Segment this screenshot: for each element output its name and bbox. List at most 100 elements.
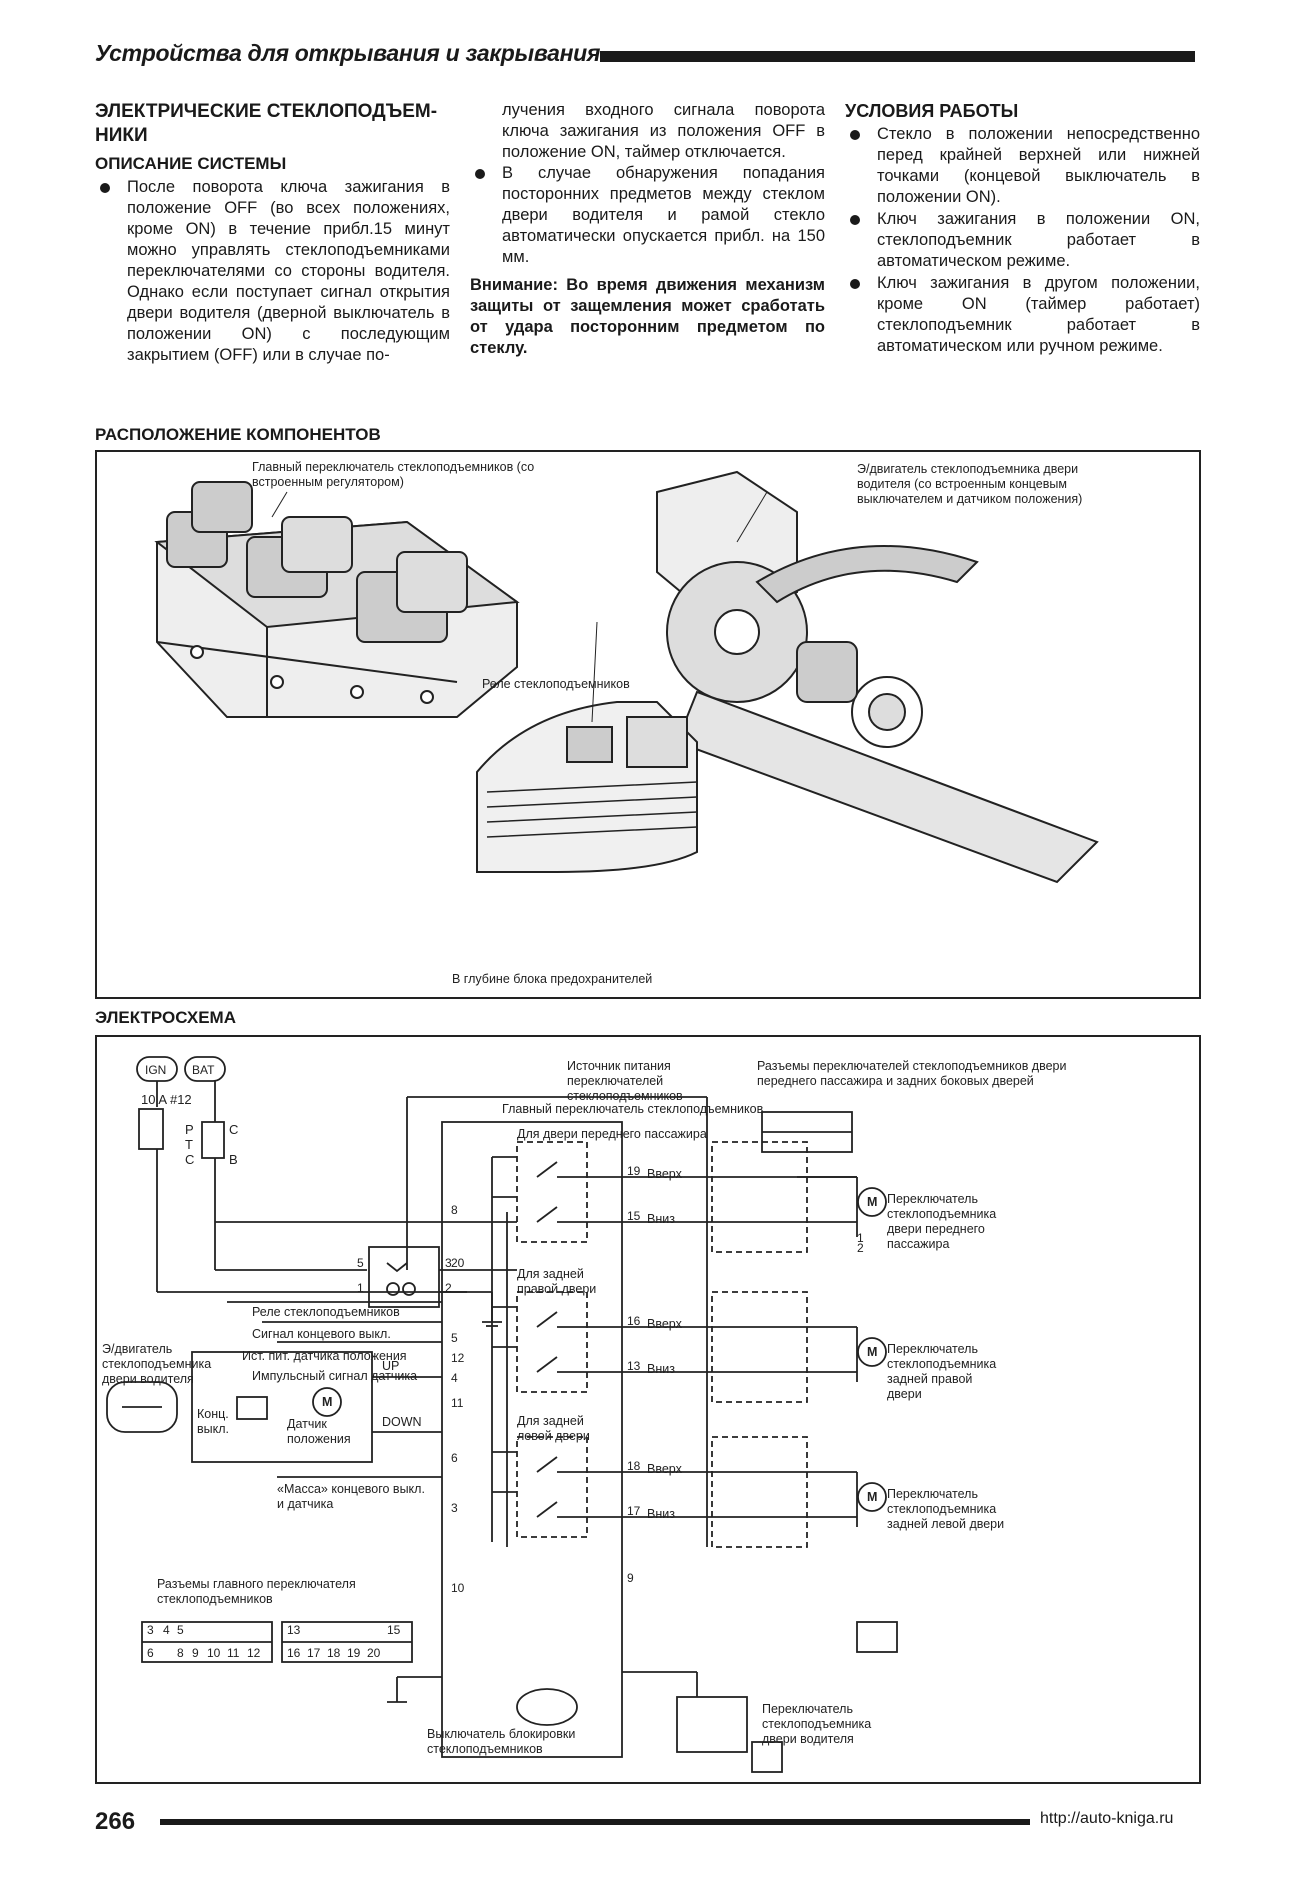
svg-text:2: 2 [857, 1241, 864, 1255]
ground-label: «Масса» концевого выкл. и датчика [277, 1482, 425, 1511]
limit-signal-label: Сигнал концевого выкл. [252, 1327, 391, 1341]
svg-text:1: 1 [357, 1281, 364, 1295]
bullet-paragraph: Ключ зажигания в положении ON, стеклопод… [845, 209, 1200, 272]
down-label: Вниз [647, 1362, 675, 1376]
relay-label: Реле стеклоподъемников [252, 1305, 400, 1319]
svg-text:3: 3 [451, 1501, 458, 1515]
svg-text:4: 4 [451, 1371, 458, 1385]
fuse-block-label: В глубине блока предохранителей [452, 972, 653, 986]
svg-text:8: 8 [177, 1646, 184, 1660]
components-figure: Главный переключатель стеклоподъемников … [95, 450, 1201, 999]
front-passenger-switch-label: Переключатель стеклоподъемника двери пер… [887, 1192, 997, 1251]
ign-text: IGN [145, 1063, 166, 1077]
subheading: УСЛОВИЯ РАБОТЫ [845, 101, 1019, 121]
svg-text:18: 18 [327, 1646, 341, 1660]
page-number: 266 [95, 1808, 136, 1835]
relay-illustration [476, 701, 698, 873]
svg-text:9: 9 [192, 1646, 199, 1660]
svg-text:4: 4 [163, 1623, 170, 1637]
text-column-3: УСЛОВИЯ РАБОТЫ Стекло в положении непоср… [845, 100, 1200, 358]
bat-text: BAT [192, 1063, 215, 1077]
lock-switch-label: Выключатель блокировки стеклоподъемников [427, 1727, 576, 1756]
bullet-paragraph: Ключ зажигания в другом положении, кроме… [845, 273, 1200, 357]
driver-switch-label: Переключатель стеклоподъемника двери вод… [762, 1702, 872, 1746]
text-column-2: лучения входного сигнала поворота ключа … [470, 100, 825, 359]
driver-motor-label: Э/двигатель стеклоподъемника двери водит… [102, 1342, 212, 1386]
warning-note: Внимание: Во время движения механизм защ… [470, 276, 825, 357]
svg-text:8: 8 [451, 1203, 458, 1217]
svg-text:17: 17 [307, 1646, 321, 1660]
svg-text:3: 3 [147, 1623, 154, 1637]
svg-text:17: 17 [627, 1504, 641, 1518]
svg-text:6: 6 [147, 1646, 154, 1660]
motor-symbol: M [867, 1490, 878, 1504]
svg-text:12: 12 [247, 1646, 261, 1660]
motor-symbol: M [322, 1395, 333, 1409]
svg-text:5: 5 [451, 1331, 458, 1345]
rear-right-label: Для задней правой двери [517, 1267, 597, 1296]
svg-text:6: 6 [451, 1451, 458, 1465]
main-connectors-label: Разъемы главного переключателя стеклопод… [157, 1577, 356, 1606]
up-label: Вверх [647, 1317, 682, 1331]
svg-text:11: 11 [227, 1646, 240, 1660]
up-en-label: UP [382, 1359, 400, 1373]
up-label: Вверх [647, 1167, 682, 1181]
rear-left-label: Для задней левой двери [517, 1414, 590, 1443]
footer-url: http://auto-kniga.ru [1040, 1810, 1174, 1827]
header-rule [600, 51, 1195, 62]
bullet-paragraph: Стекло в положении непосредственно перед… [845, 124, 1200, 208]
svg-text:19: 19 [627, 1164, 641, 1178]
sensor-short-label: Датчик положения [287, 1417, 351, 1446]
running-header: Устройства для открывания и закрывания [95, 40, 601, 66]
bullet-paragraph: После поворота ключа зажигания в положен… [95, 177, 450, 366]
section-heading: ЭЛЕКТРИЧЕСКИЕ СТЕКЛОПОДЪЕМ-НИКИ [95, 101, 438, 146]
svg-text:18: 18 [627, 1459, 641, 1473]
svg-text:15: 15 [387, 1623, 401, 1637]
motor-illustration [656, 470, 1099, 884]
limit-switch-short-label: Конц. выкл. [197, 1407, 230, 1436]
sensor-power-label: Ист. пит. датчика положения [242, 1349, 407, 1363]
relay-label: Реле стеклоподъемников [482, 677, 630, 691]
components-title: РАСПОЛОЖЕНИЕ КОМПОНЕНТОВ [95, 425, 381, 444]
pulse-signal-label: Импульсный сигнал датчика [252, 1369, 418, 1383]
svg-text:10: 10 [207, 1646, 221, 1660]
front-passenger-label: Для двери переднего пассажира [517, 1127, 707, 1141]
svg-text:3: 3 [445, 1256, 452, 1270]
svg-text:16: 16 [287, 1646, 301, 1660]
svg-text:11: 11 [451, 1396, 464, 1410]
svg-text:12: 12 [451, 1351, 465, 1365]
down-label: Вниз [647, 1507, 675, 1521]
svg-text:15: 15 [627, 1209, 641, 1223]
footer-rule [160, 1819, 1030, 1825]
svg-text:2: 2 [445, 1281, 452, 1295]
svg-text:9: 9 [627, 1571, 634, 1585]
subheading: ОПИСАНИЕ СИСТЕМЫ [95, 154, 287, 173]
bullet-paragraph: В случае обнаружения попадания посторонн… [470, 163, 825, 268]
passenger-connectors-label: Разъемы переключателей стеклоподъемников… [757, 1059, 1067, 1088]
motor-symbol: M [867, 1195, 878, 1209]
components-drawing [154, 470, 1099, 884]
down-label: Вниз [647, 1212, 675, 1226]
svg-text:5: 5 [357, 1256, 364, 1270]
text-column-1: ЭЛЕКТРИЧЕСКИЕ СТЕКЛОПОДЪЕМ-НИКИ ОПИСАНИЕ… [95, 100, 450, 367]
down-en-label: DOWN [382, 1415, 422, 1429]
svg-text:19: 19 [347, 1646, 361, 1660]
rear-left-switch-label: Переключатель стеклоподъемника задней ле… [887, 1487, 1005, 1531]
main-switch-label: Главный переключатель стеклоподъемников [502, 1102, 764, 1116]
wiring-diagram: IGN BAT 8 20 5 1 3 2 19 15 16 1 3 18 17 5 12 4 11… [95, 1035, 1201, 1784]
svg-text:1: 1 [857, 1231, 864, 1245]
power-source-label: Источник питания переключателей стеклопо… [567, 1059, 683, 1103]
svg-text:5: 5 [177, 1623, 184, 1637]
rear-right-switch-label: Переключатель стеклоподъемника задней пр… [887, 1342, 997, 1401]
schematic-title: ЭЛЕКТРОСХЕМА [95, 1008, 236, 1027]
fuse-label: 10 A #12 [141, 1092, 192, 1107]
main-switch-label: Главный переключатель стеклоподъемников … [252, 460, 535, 489]
svg-text:16: 16 [627, 1314, 641, 1328]
motor-symbol: M [867, 1345, 878, 1359]
up-label: Вверх [647, 1462, 682, 1476]
wiring-drawing: IGN BAT 8 20 5 1 3 2 19 15 16 1 3 18 17 5 12 4 11… [106, 1056, 898, 1773]
svg-text:20: 20 [451, 1256, 465, 1270]
continued-paragraph: лучения входного сигнала поворота ключа … [502, 101, 825, 161]
